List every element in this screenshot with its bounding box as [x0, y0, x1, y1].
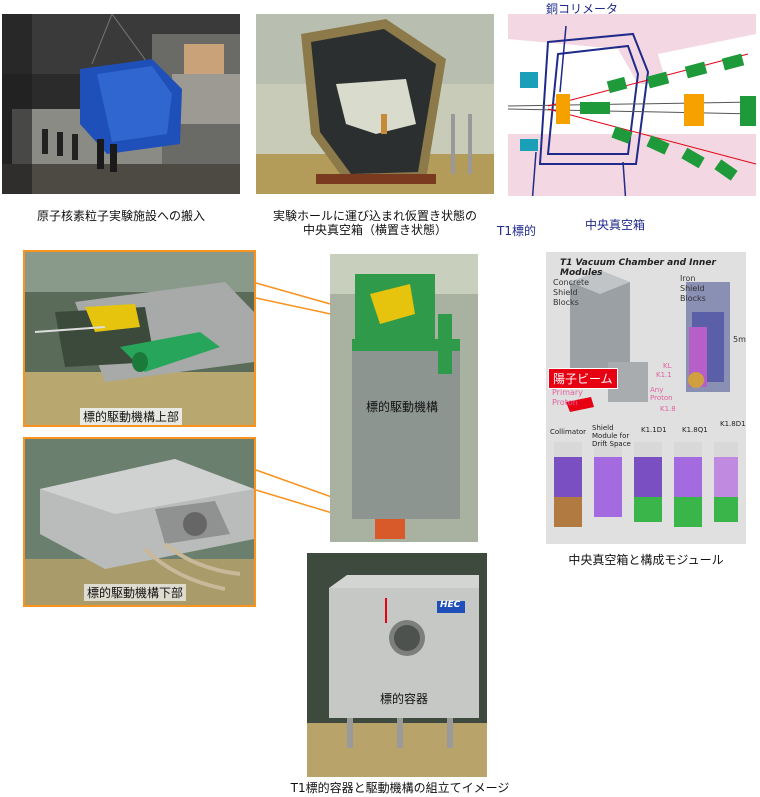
container-scene	[307, 553, 487, 777]
caption-delivery: 原子核素粒子実験施設への搬入	[36, 209, 205, 223]
label-t1-target: T1標的	[497, 224, 536, 238]
photo-mech-vertical	[330, 254, 478, 542]
poster-t1-vacuum-chamber	[546, 252, 746, 544]
photo-vacuum-box-hall	[256, 14, 494, 194]
poster-module-k18d1: K1.8D1	[720, 420, 746, 428]
photo-crane-delivery	[2, 14, 240, 194]
mech-top-scene	[25, 252, 254, 425]
label-target-container: 標的容器	[380, 692, 429, 706]
photo-mech-top	[23, 250, 256, 427]
poster-k11: K1.1	[656, 371, 672, 379]
label-mech-top: 標的駆動機構上部	[80, 408, 183, 425]
poster-primary-proton: Primary Proton	[552, 388, 583, 407]
label-mech-center: 標的駆動機構	[366, 400, 439, 414]
label-copper-collimator: 銅コリメータ	[546, 2, 619, 16]
poster-module-k11d1: K1.1D1	[641, 426, 667, 434]
caption-poster: 中央真空箱と構成モジュール	[568, 553, 724, 567]
poster-beam-badge: 陽子ビーム	[548, 368, 618, 389]
poster-scene	[546, 252, 746, 544]
poster-module-shield: Shield Module for Drift Space	[592, 424, 631, 448]
diagram-beamline-layout	[508, 14, 756, 196]
poster-iron-label: Iron Shield Blocks	[680, 274, 706, 303]
poster-concrete-label: Concrete Shield Blocks	[553, 278, 590, 307]
label-central-vacuum-box: 中央真空箱	[585, 218, 646, 232]
caption-vacuum-box-line1: 実験ホールに運び込まれ仮置き状態の	[272, 209, 477, 223]
poster-k18: K1.8	[660, 405, 676, 413]
poster-module-k18q1: K1.8Q1	[682, 426, 708, 434]
poster-any-proton: Any Proton	[650, 386, 673, 402]
poster-module-collimator: Collimator	[550, 428, 587, 436]
caption-bottom: T1標的容器と駆動機構の組立てイメージ	[290, 781, 510, 795]
poster-kl: KL	[663, 362, 672, 370]
container-brand: HEC	[440, 600, 461, 610]
photo-target-container	[307, 553, 487, 777]
crane-scene	[2, 14, 240, 194]
poster-title: T1 Vacuum Chamber and Inner Modules	[560, 258, 716, 278]
mech-vertical-scene	[330, 254, 478, 542]
label-mech-bottom: 標的駆動機構下部	[84, 584, 187, 601]
vacuum-box-scene	[256, 14, 494, 194]
caption-vacuum-box-line2: 中央真空箱（横置き状態）	[302, 223, 447, 237]
beamline-diagram	[508, 14, 756, 196]
poster-scale-label: 5m	[733, 335, 746, 344]
